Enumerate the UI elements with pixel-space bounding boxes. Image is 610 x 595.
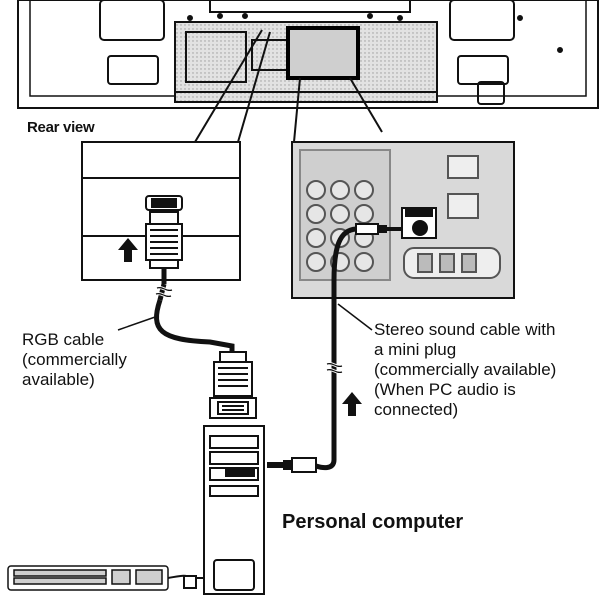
pc-audio-jack-icon [401,207,437,239]
stereo-cable-label: Stereo sound cable with a mini plug (com… [374,320,556,420]
mini-plug-icon [355,223,401,235]
stereo-cable-label-line: connected) [374,400,459,419]
rgb-cable-label: RGB cable (commercially available) [22,330,127,390]
stereo-cable-label-line: Stereo sound cable with [374,320,556,339]
keyboard-icon [7,565,169,591]
arrow-up-icon [118,238,138,262]
stereo-cable-label-line: a mini plug [374,340,457,359]
rgb-cable-label-line: available) [22,370,95,389]
rgb-cable-label-line: RGB cable [22,330,105,349]
terminal-highlight [286,26,360,80]
audio-cable [315,226,357,471]
vga-plug-icon [145,211,183,269]
stereo-cable-label-line: (When PC audio is [374,380,516,399]
stereo-leader-line [337,303,373,331]
rear-view-label: Rear view [27,119,95,136]
personal-computer-label: Personal computer [282,511,464,533]
rgb-cable [154,268,235,352]
rgb-leader-line [117,315,159,331]
callout-lines [194,29,383,143]
vga-plug-icon [209,351,257,419]
stereo-cable-label-line: (commercially available) [374,360,557,379]
pc-tower-icon [203,425,265,595]
keyboard-plug-icon [183,575,197,589]
rgb-cable-label-line: (commercially [22,350,127,369]
mini-plug-icon [267,457,317,473]
vga-port-icon [145,195,183,211]
arrow-up-icon [342,392,362,416]
audio-panel-jacks [299,149,501,281]
